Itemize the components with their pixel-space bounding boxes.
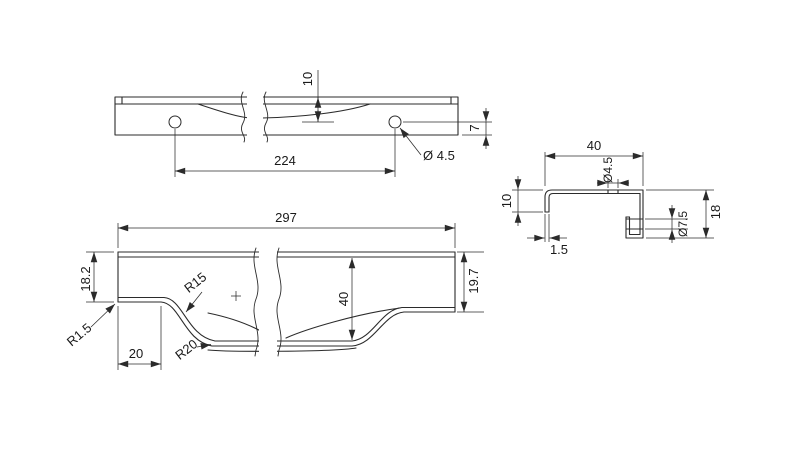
dim-front-lip: 10 [499, 194, 514, 208]
front-view-geometry [117, 251, 456, 352]
screw-hole-diameter-label: Ø4.5 [601, 157, 615, 183]
dim-hole-offset-bottom: 7 [467, 124, 482, 131]
break-line [253, 247, 259, 357]
top-view-dimensions: 224 10 7 Ø 4.5 [174, 70, 492, 177]
side-view: 40 Ø4.5 10 18 Ø7.5 [499, 138, 723, 257]
top-view-groove-arc-right [261, 103, 371, 119]
break-line [240, 91, 246, 143]
front-grip-curve-right-outer [351, 311, 405, 347]
dim-overall-length: 297 [275, 210, 297, 225]
side-outer-back-hook [625, 189, 644, 239]
dim-flat-length: 20 [129, 346, 143, 361]
front-grip-hem-line [207, 347, 357, 352]
screw-hole-left [168, 115, 182, 129]
dim-hole-offset-top: 10 [300, 72, 315, 86]
dim-hole-centers: 224 [274, 153, 296, 168]
leader-line [196, 343, 212, 350]
side-screw-hole-edges [607, 189, 619, 195]
front-groove-arc-right [285, 307, 401, 339]
screw-hole-right [388, 115, 402, 129]
side-clearance-hole-edges [625, 218, 644, 230]
break-mask [247, 94, 263, 137]
dim-depth: 40 [587, 138, 601, 153]
extension-line [607, 179, 619, 188]
clearance-hole-diameter-label: Ø7.5 [676, 211, 690, 237]
dim-lip-thickness: 1.5 [550, 242, 568, 257]
side-inner-top-and-lip [548, 192, 641, 213]
break-mask [259, 250, 277, 352]
leader-line [399, 127, 422, 156]
hole-diameter-label: Ø 4.5 [423, 148, 455, 163]
side-view-dimensions: 40 Ø4.5 10 18 Ø7.5 [499, 138, 723, 257]
front-grip-curve-right-inner [351, 306, 403, 342]
side-inner-back-hook [628, 192, 641, 236]
dim-end-height-left: 18.2 [78, 266, 93, 291]
leader-line [90, 303, 116, 328]
front-grip-curve-left-inner [163, 296, 216, 342]
front-view-break [253, 247, 282, 357]
top-view: 224 10 7 Ø 4.5 [114, 70, 492, 177]
leader-line [185, 291, 203, 313]
radius-corner-label: R1.5 [64, 320, 95, 349]
center-mark [231, 291, 241, 301]
break-line [276, 247, 282, 357]
side-view-geometry [544, 189, 644, 239]
side-outer-top-and-lip [544, 189, 644, 213]
radius-grip-bottom-label: R20 [172, 336, 200, 363]
break-line [263, 91, 269, 143]
radius-grip-top-label: R15 [181, 269, 209, 296]
front-view: 297 18.2 19.7 40 20 R1.5 R15 [64, 210, 484, 370]
dim-end-height-right: 19.7 [466, 268, 481, 293]
top-view-break [240, 91, 269, 143]
top-view-outline [114, 96, 459, 136]
dim-grip-height: 40 [336, 292, 351, 306]
top-view-groove-arc-left [197, 103, 251, 119]
top-view-geometry [114, 96, 459, 136]
dim-back-height: 18 [708, 205, 723, 219]
